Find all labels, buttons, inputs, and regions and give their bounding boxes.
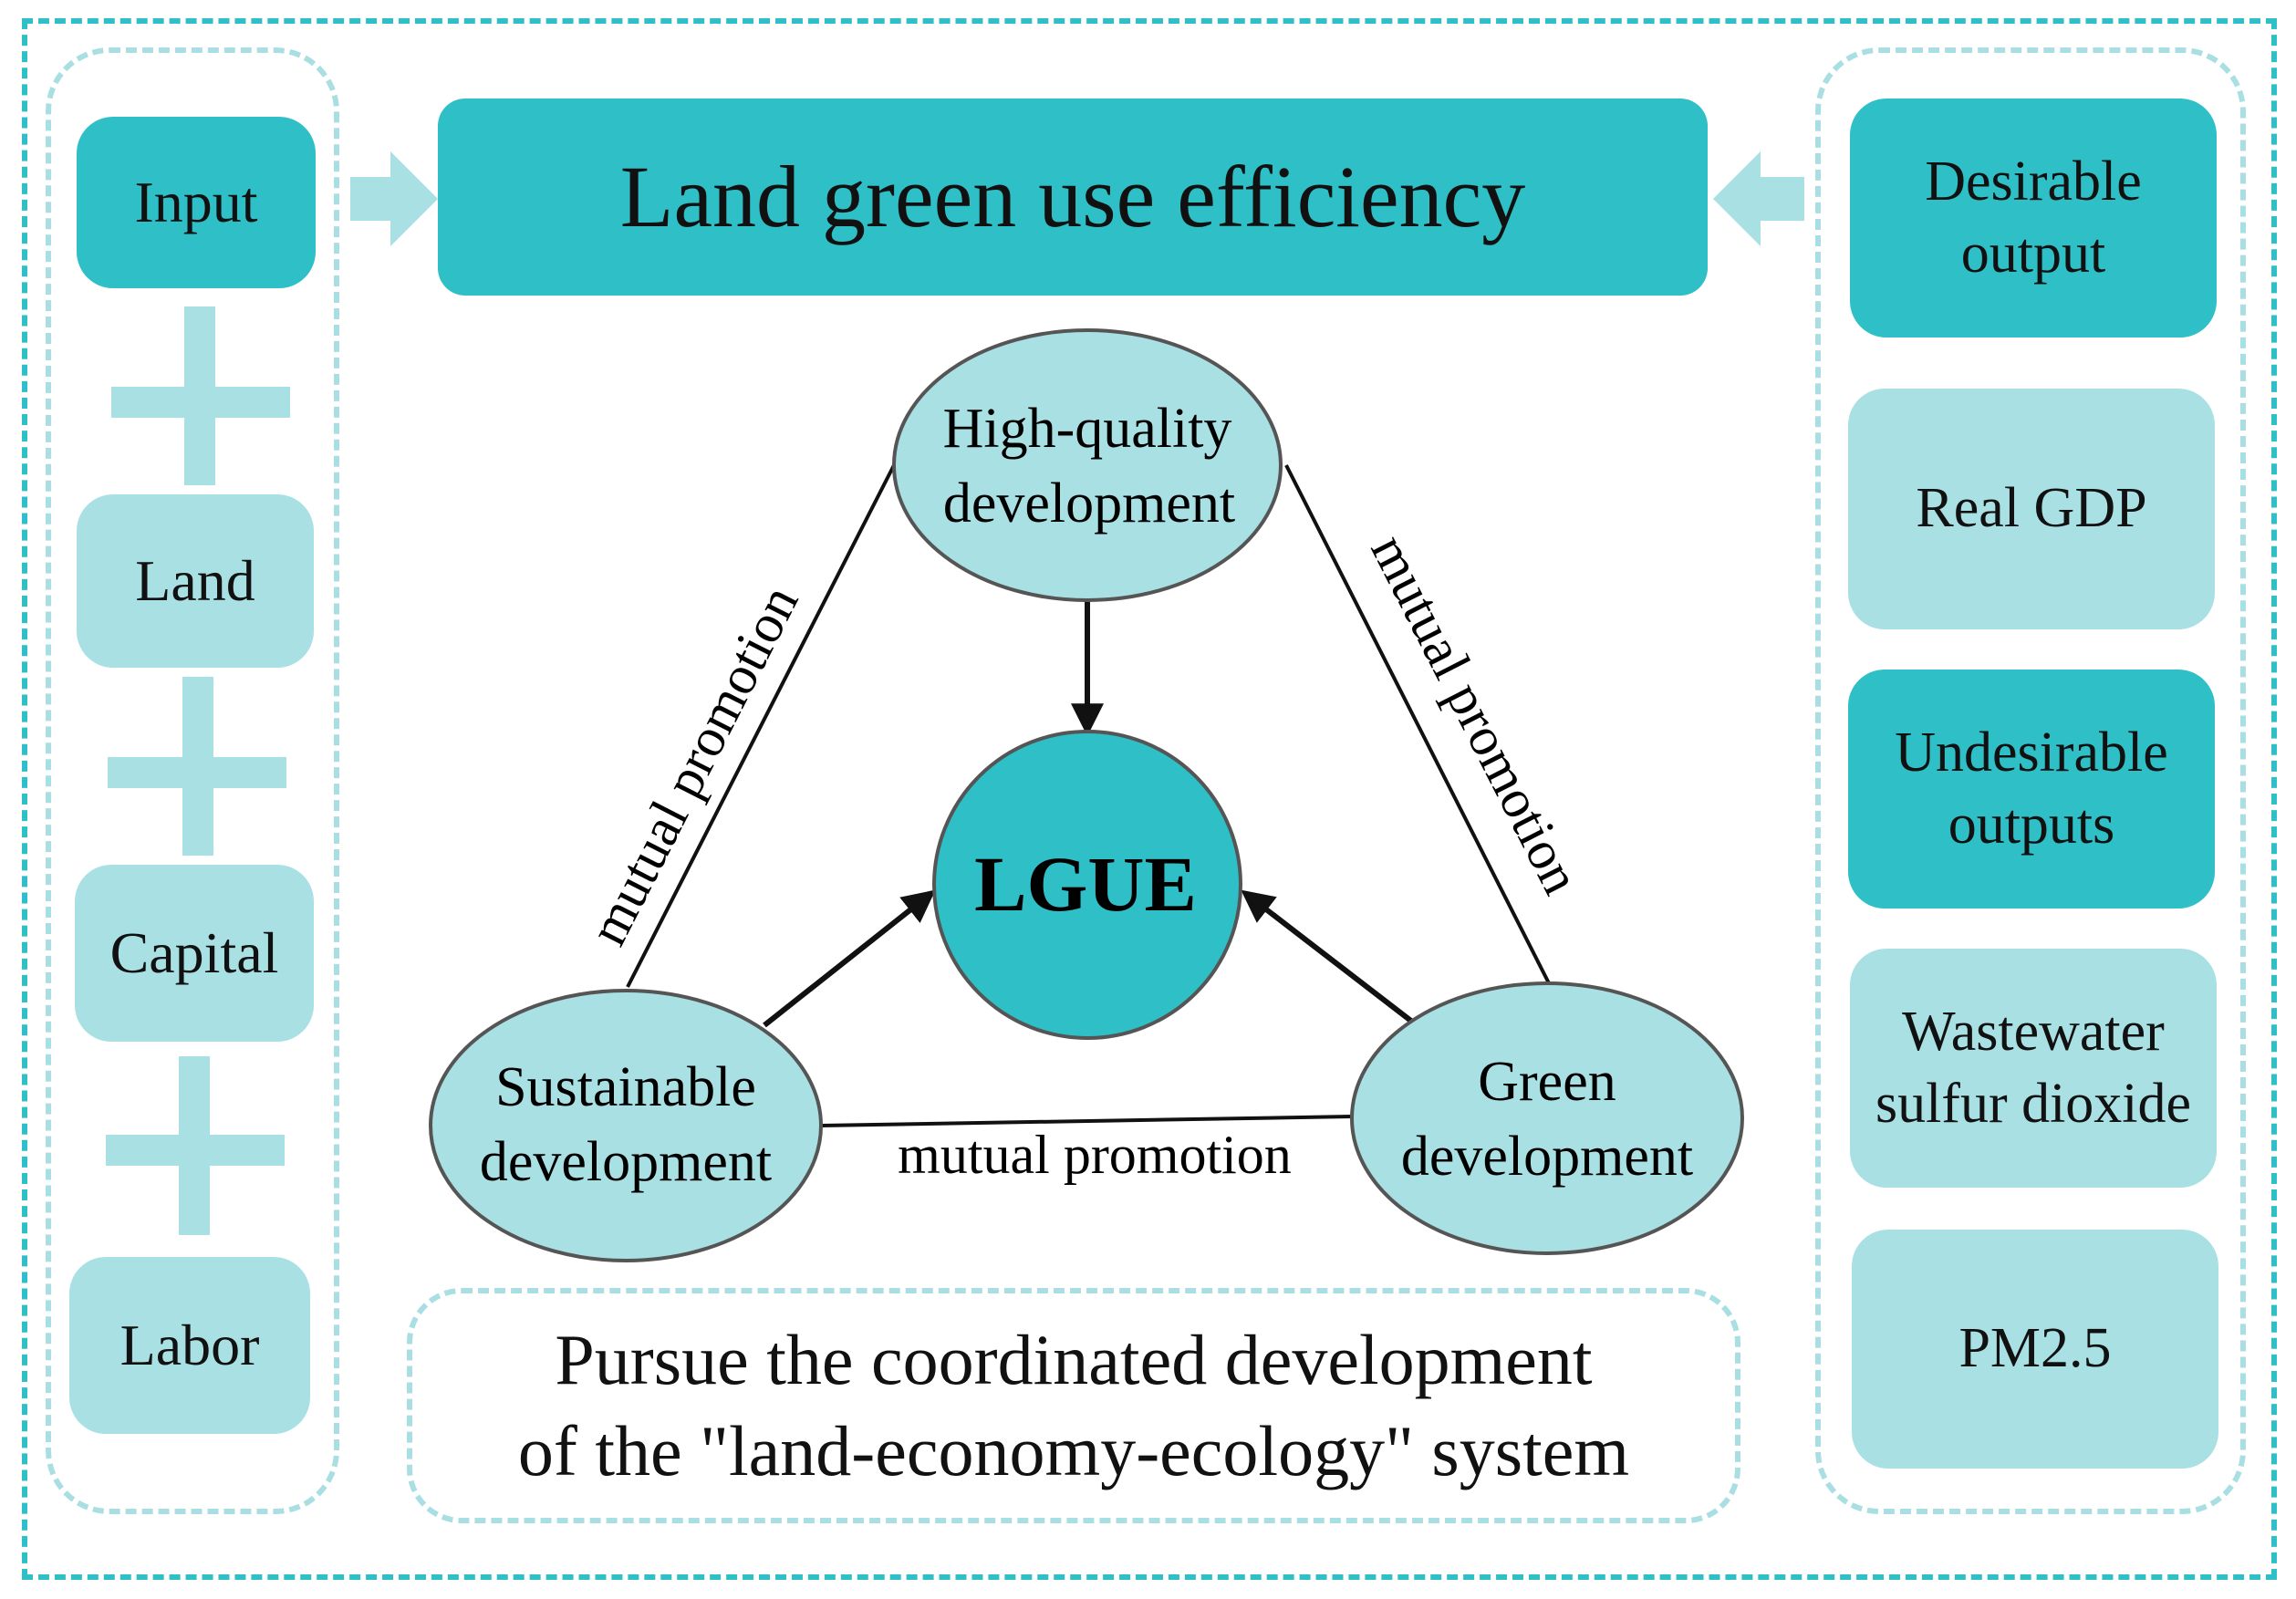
high-quality-label-1: High-quality <box>943 398 1232 460</box>
edge-top-left <box>626 464 896 988</box>
input-labor-label: Labor <box>119 1313 260 1378</box>
input-capital-box: Capital <box>75 865 314 1042</box>
lgue-core-node <box>932 730 1242 1040</box>
green-label-2: development <box>1401 1126 1693 1188</box>
edge-bottom <box>820 1115 1353 1127</box>
input-header-box: Input <box>77 117 316 288</box>
input-to-title-arrow-icon <box>350 151 438 246</box>
pm25-label: PM2.5 <box>1958 1317 2112 1380</box>
right-to-core-arrow <box>1241 889 1414 1024</box>
output-to-title-arrow-icon <box>1713 151 1804 246</box>
edge-label-left: mutual promotion <box>577 576 810 955</box>
edge-top-right <box>1284 464 1551 984</box>
title-text: Land green use efficiency <box>619 147 1526 245</box>
sustainable-node <box>429 989 823 1262</box>
undesirable-outputs-box: Undesirable outputs <box>1848 670 2215 909</box>
output-column-frame <box>1815 47 2246 1514</box>
green-label-1: Green <box>1478 1051 1616 1113</box>
lgue-core-label: LGUE <box>974 840 1197 928</box>
sustainable-label-1: Sustainable <box>495 1056 756 1118</box>
sustainable-label-2: development <box>480 1131 772 1193</box>
input-header-label: Input <box>134 170 258 235</box>
desirable-output-label: Desirable output <box>1925 150 2142 285</box>
high-quality-node <box>892 328 1283 602</box>
input-capital-label: Capital <box>109 920 279 986</box>
input-labor-box: Labor <box>69 1257 310 1434</box>
pm25-box: PM2.5 <box>1852 1230 2218 1469</box>
wastewater-box: Wastewater sulfur dioxide <box>1850 949 2217 1188</box>
desirable-output-box: Desirable output <box>1850 99 2217 337</box>
input-land-box: Land <box>77 494 314 668</box>
edge-label-right: mutual promotion <box>1359 525 1592 904</box>
input-land-label: Land <box>135 548 255 614</box>
wastewater-label: Wastewater sulfur dioxide <box>1875 1000 2192 1135</box>
goal-line-2: of the "land-economy-ecology" system <box>517 1411 1630 1490</box>
left-to-core-arrow <box>763 889 936 1028</box>
goal-line-1: Pursue the coordinated development <box>555 1320 1593 1400</box>
title-bar: Land green use efficiency <box>438 99 1708 296</box>
green-node <box>1350 981 1744 1255</box>
high-quality-label-2: development <box>943 472 1235 535</box>
real-gdp-box: Real GDP <box>1848 389 2215 629</box>
edge-label-bottom: mutual promotion <box>898 1125 1292 1185</box>
input-column-frame <box>46 47 339 1514</box>
real-gdp-label: Real GDP <box>1916 477 2147 540</box>
outer-frame <box>22 18 2277 1580</box>
goal-box: Pursue the coordinated development of th… <box>407 1288 1740 1523</box>
undesirable-outputs-label: Undesirable outputs <box>1895 721 2168 856</box>
